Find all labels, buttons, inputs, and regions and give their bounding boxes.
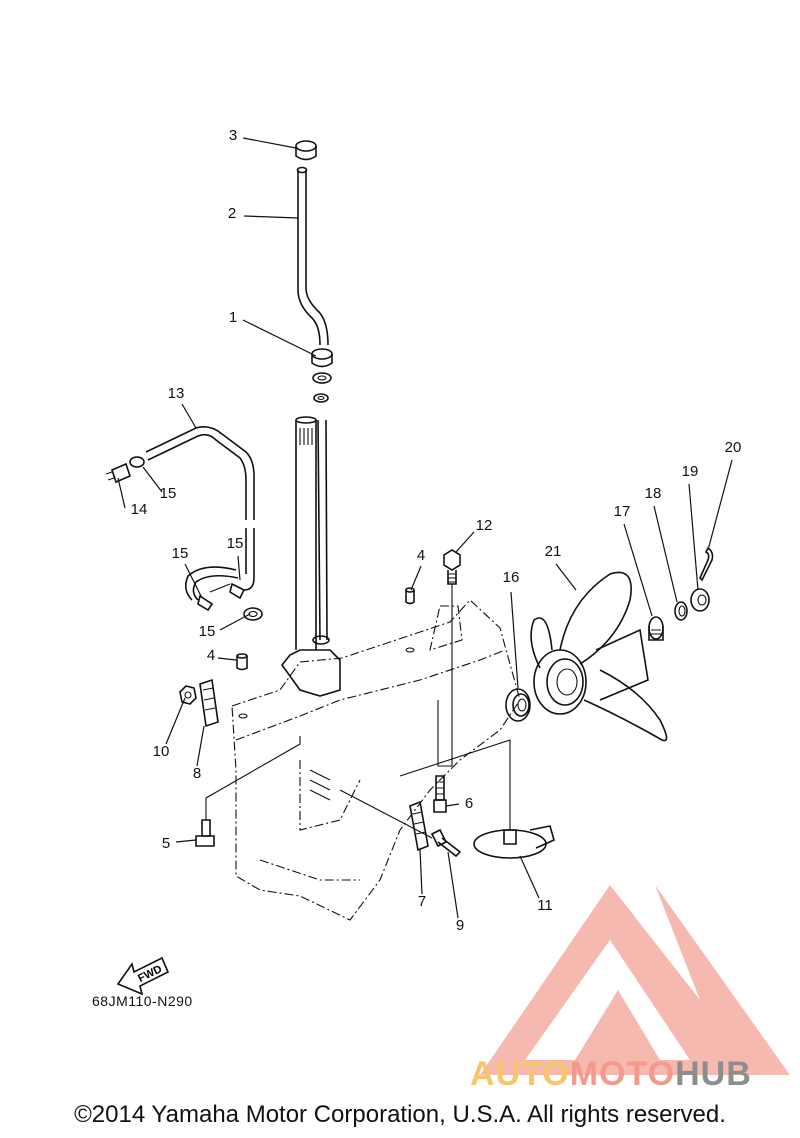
callout-2: 2 (228, 205, 236, 222)
hose (145, 426, 255, 601)
copyright-notice: ©2014 Yamaha Motor Corporation, U.S.A. A… (74, 1101, 726, 1128)
bolt-12 (437, 549, 461, 767)
callout-19: 19 (682, 463, 699, 480)
cotter-pin-20 (699, 546, 714, 582)
callout-12: 12 (476, 517, 493, 534)
grommet-top (295, 140, 317, 161)
callout-20: 20 (725, 439, 742, 456)
callout-6: 6 (465, 795, 473, 812)
spacer-17 (648, 616, 664, 641)
washer-18 (674, 601, 688, 621)
callout-21: 21 (545, 543, 562, 560)
callout-1: 1 (229, 309, 237, 326)
callout-17: 17 (614, 503, 631, 520)
callout-15: 15 (199, 623, 216, 640)
grommet-seals (311, 348, 333, 403)
diagram-code: 68JM110-N290 (92, 993, 193, 1009)
hose-clips (105, 456, 263, 621)
watermark-text: AUTOMOTOHUB (470, 1055, 752, 1094)
anode-7 (409, 800, 429, 852)
watermark-logo-icon (480, 885, 790, 1075)
thrust-washer (505, 688, 531, 722)
watermark-part2: MOTO (569, 1055, 676, 1093)
callout-15: 15 (160, 485, 177, 502)
watermark-part1: AUTO (470, 1055, 570, 1093)
callout-13: 13 (168, 385, 185, 402)
callout-10: 10 (153, 743, 170, 760)
callout-4: 4 (207, 647, 215, 664)
callout-5: 5 (162, 835, 170, 852)
callout-14: 14 (131, 501, 148, 518)
callout-3: 3 (229, 127, 237, 144)
bolt-9 (339, 789, 462, 858)
bolt-6 (433, 775, 447, 813)
bolt-5 (195, 736, 301, 847)
callout-9: 9 (456, 917, 464, 934)
propeller (530, 571, 668, 742)
leader-lines (117, 137, 733, 919)
drive-shaft (295, 416, 328, 650)
nut-10 (179, 685, 197, 705)
callout-8: 8 (193, 765, 201, 782)
callout-7: 7 (418, 893, 426, 910)
castle-nut-19 (690, 588, 710, 612)
watermark-part3: HUB (675, 1055, 752, 1093)
dowel-pins (236, 587, 415, 671)
callout-11: 11 (537, 897, 553, 914)
callout-15: 15 (227, 535, 244, 552)
trim-tab-anode (399, 739, 555, 859)
lower-case-housing (231, 599, 521, 921)
callout-4: 4 (417, 547, 425, 564)
water-tube (296, 166, 329, 346)
callout-16: 16 (503, 569, 520, 586)
forward-arrow-icon: FWD (116, 956, 170, 996)
callout-18: 18 (645, 485, 662, 502)
callout-15: 15 (172, 545, 189, 562)
anode-8 (199, 678, 219, 728)
